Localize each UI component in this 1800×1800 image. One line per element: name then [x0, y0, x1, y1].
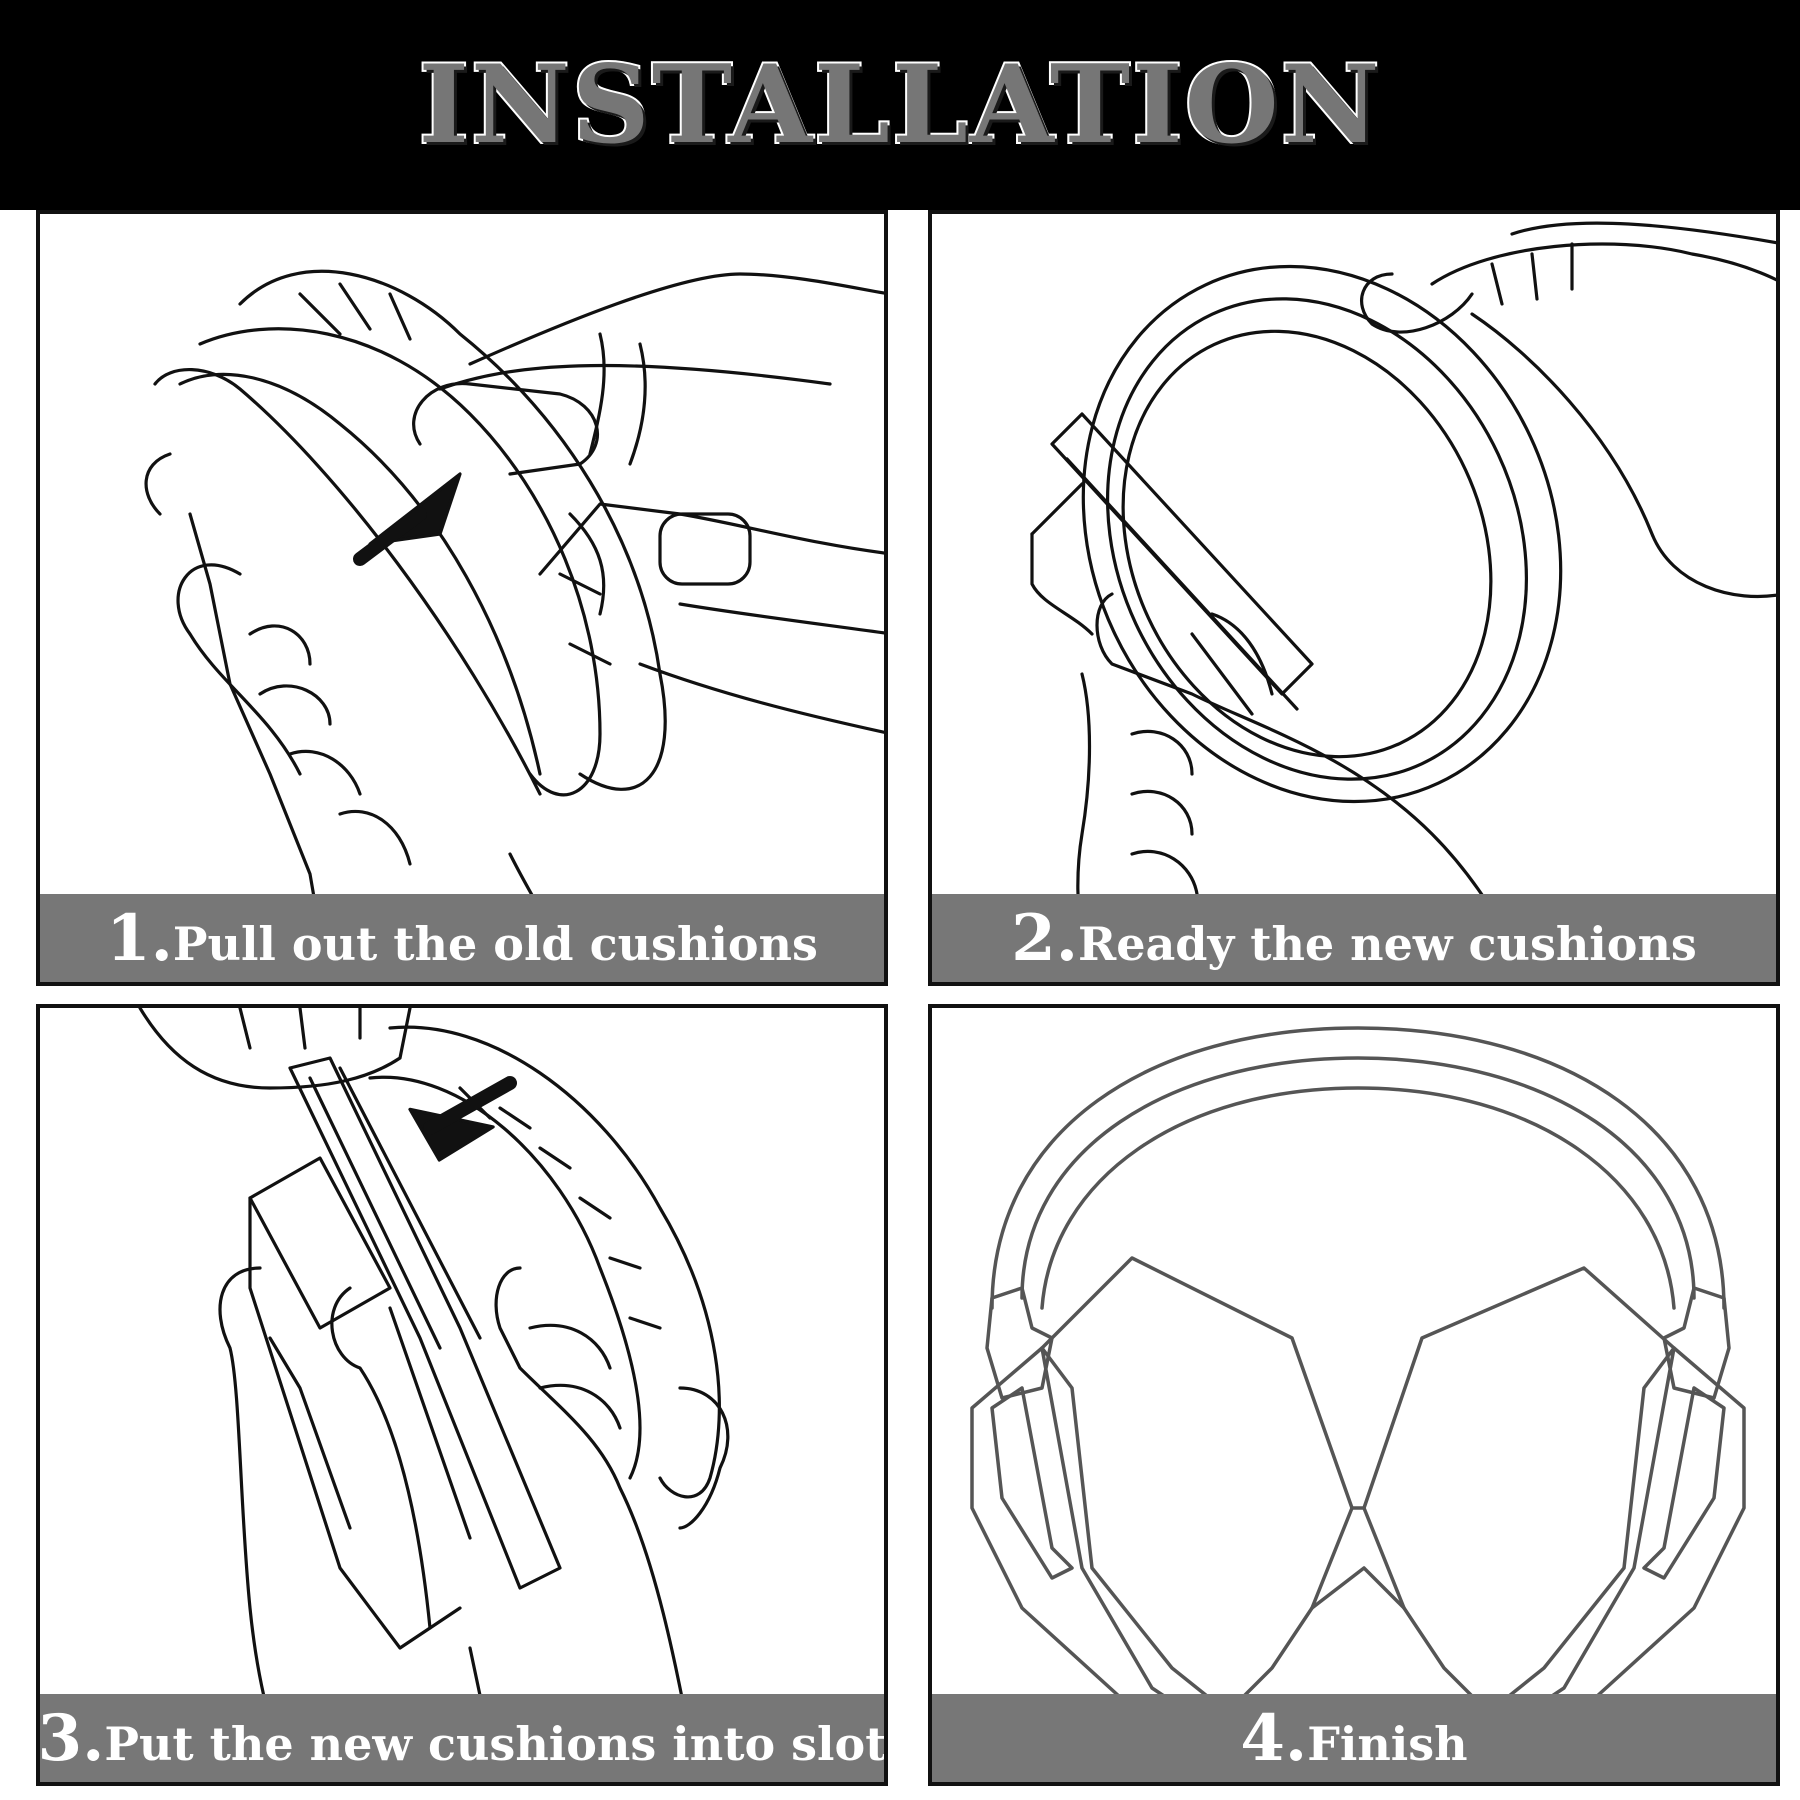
step-caption-2: 2.Ready the new cushions: [1011, 901, 1697, 976]
step-panel-3: 3.Put the new cushions into slot: [36, 1004, 888, 1786]
step-caption-1: 1.Pull out the old cushions: [106, 901, 818, 976]
pull-out-cushion-illustration: [144, 269, 884, 982]
step-caption-bar-4: 4.Finish: [932, 1694, 1776, 1782]
headphones-illustration: [970, 1026, 1746, 1770]
step-label-3: Put the new cushions into slot: [104, 1716, 887, 1771]
step-number-4: 4.: [1240, 1700, 1308, 1776]
step-panel-2: 2.Ready the new cushions: [928, 210, 1780, 986]
step-caption-3: 3.Put the new cushions into slot: [37, 1700, 887, 1776]
header-banner: INSTALLATION: [0, 0, 1800, 210]
step-number-2: 2.: [1011, 900, 1078, 976]
ready-new-cushion-illustration: [1030, 221, 1776, 982]
step-label-2: Ready the new cushions: [1078, 916, 1697, 971]
step-label-4: Finish: [1307, 1716, 1468, 1771]
page-title: INSTALLATION: [417, 42, 1382, 168]
step-panel-1: 1.Pull out the old cushions: [36, 210, 888, 986]
insert-cushion-illustration: [138, 1008, 730, 1782]
step-panel-4: 4.Finish: [928, 1004, 1780, 1786]
step-caption-4: 4.Finish: [1240, 1701, 1467, 1776]
step-label-1: Pull out the old cushions: [172, 916, 818, 971]
step-caption-bar-3: 3.Put the new cushions into slot: [40, 1694, 884, 1782]
step-number-3: 3.: [37, 1700, 105, 1776]
step-number-1: 1.: [106, 900, 173, 976]
step-caption-bar-1: 1.Pull out the old cushions: [40, 894, 884, 982]
step-caption-bar-2: 2.Ready the new cushions: [932, 894, 1776, 982]
